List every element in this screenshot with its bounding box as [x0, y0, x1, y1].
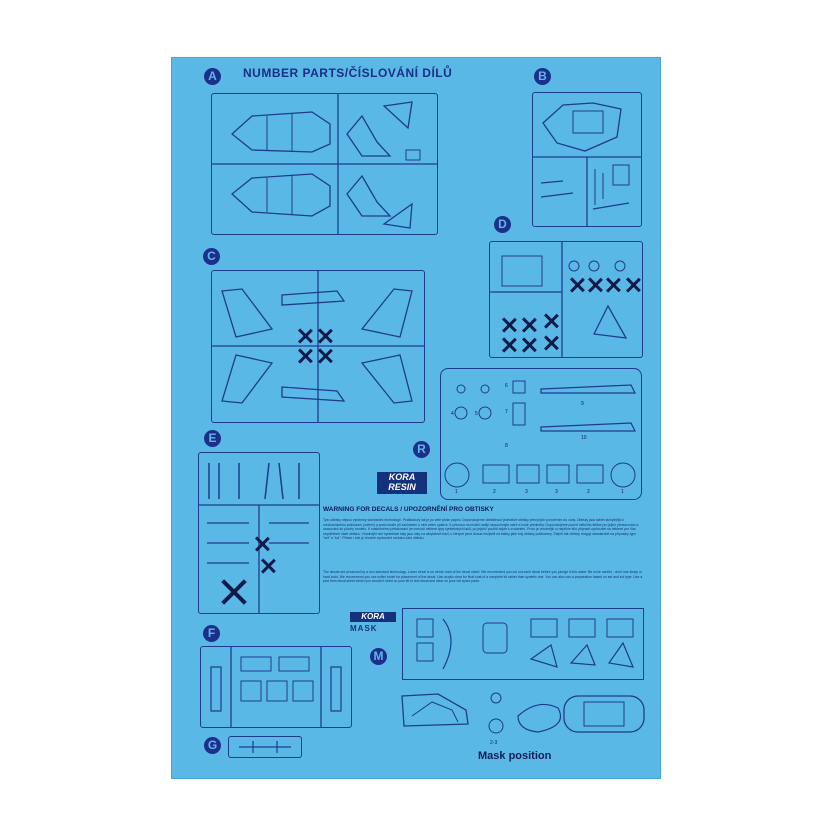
- sprue-c-drawing: [212, 271, 424, 422]
- resin-part-number: 9: [581, 401, 584, 407]
- omit-part-mark: [606, 278, 620, 292]
- omit-part-mark: [522, 318, 536, 332]
- marker-d: D: [494, 216, 511, 233]
- resin-parts-drawing: [444, 380, 636, 488]
- resin-part-number: 8: [505, 443, 508, 449]
- mask-position-drawing: [401, 692, 645, 734]
- sprue-a-drawing: [212, 94, 437, 234]
- sprue-f: [200, 646, 352, 728]
- resin-part-number: 5: [475, 411, 478, 417]
- marker-c: C: [203, 248, 220, 265]
- decal-warning-text-en: The decals are produced by a non-standar…: [323, 570, 643, 584]
- sprue-a: [211, 93, 438, 235]
- omit-part-mark: [570, 278, 584, 292]
- sprue-f-drawing: [210, 647, 342, 727]
- omit-part-mark: [318, 329, 332, 343]
- omit-part-mark: [502, 338, 516, 352]
- sprue-g: [228, 736, 302, 758]
- mask-label-2-3: 2-3: [490, 740, 498, 746]
- sprue-b: [532, 92, 642, 227]
- marker-g: G: [204, 737, 221, 754]
- omit-part-mark: [298, 329, 312, 343]
- sprue-d: [489, 241, 643, 358]
- resin-part-number: 1: [621, 489, 624, 495]
- page-title: NUMBER PARTS/ČÍSLOVÁNÍ DÍLŮ: [243, 66, 453, 80]
- marker-f: F: [203, 625, 220, 642]
- sprue-e: [198, 452, 320, 614]
- resin-part-number: 2: [587, 489, 590, 495]
- omit-part-mark: [255, 537, 269, 551]
- resin-part-number: 10: [581, 435, 587, 441]
- sprue-d-drawing: [490, 242, 628, 357]
- omit-part-mark: [544, 336, 558, 350]
- kora-mask-logo-text: MASK: [350, 624, 378, 633]
- resin-part-number: 3: [555, 489, 558, 495]
- kora-resin-logo: KORA RESIN: [377, 472, 427, 494]
- marker-b: B: [534, 68, 551, 85]
- marker-r: R: [413, 441, 430, 458]
- mask-sheet: [402, 608, 644, 680]
- omit-part-mark: [588, 278, 602, 292]
- decal-warning-text-cz: Tyto obtisky nejsou vyrobeny standardní …: [323, 518, 639, 541]
- decal-warning-heading: WARNING FOR DECALS / UPOZORNĚNÍ PRO OBTI…: [323, 506, 494, 513]
- mask-position-label: Mask position: [478, 750, 552, 762]
- marker-m: M: [370, 648, 387, 665]
- logo-line: KORA: [388, 472, 416, 482]
- omit-part-mark: [298, 349, 312, 363]
- marker-a: A: [204, 68, 221, 85]
- omit-part-mark: [626, 278, 640, 292]
- omit-part-mark: [318, 349, 332, 363]
- omit-part-mark: [502, 318, 516, 332]
- omit-part-mark: [261, 559, 275, 573]
- resin-part-number: 1: [455, 489, 458, 495]
- resin-part-number: 2: [493, 489, 496, 495]
- marker-e: E: [204, 430, 221, 447]
- resin-parts-panel: 1 2 3 3 2 1 6 4 5 7 8 9 10: [440, 368, 642, 500]
- sprue-e-drawing: [199, 462, 319, 613]
- sprue-b-drawing: [533, 102, 641, 226]
- sprue-g-drawing: [239, 741, 291, 753]
- omit-part-mark: [221, 579, 247, 605]
- omit-part-mark: [544, 314, 558, 328]
- logo-line: RESIN: [388, 482, 416, 492]
- resin-part-number: 6: [505, 383, 508, 389]
- resin-part-number: 7: [505, 409, 508, 415]
- mask-sheet-drawing: [416, 618, 634, 670]
- sprue-c: [211, 270, 425, 423]
- resin-part-number: 4: [451, 411, 454, 417]
- omit-part-mark: [522, 338, 536, 352]
- kora-mask-logo: KORA: [350, 612, 396, 622]
- resin-part-number: 3: [525, 489, 528, 495]
